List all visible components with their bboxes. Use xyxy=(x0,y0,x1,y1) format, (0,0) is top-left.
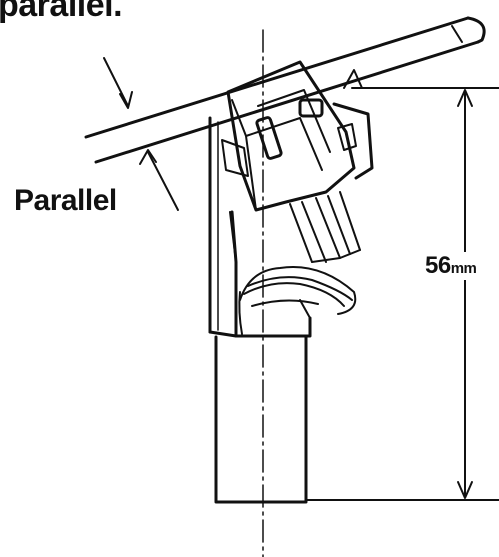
housing-body xyxy=(208,116,312,504)
cable-harness xyxy=(238,266,357,335)
angled-bar xyxy=(84,16,486,164)
dimension-label: 56mm xyxy=(425,252,477,280)
dimension-unit: mm xyxy=(450,260,477,277)
parallel-label: Parallel xyxy=(14,184,117,217)
connector-pins xyxy=(289,191,361,263)
dimension-value: 56 xyxy=(425,252,451,279)
dimension-56mm xyxy=(305,87,499,501)
connector-block xyxy=(221,60,374,212)
header-text: parallel. xyxy=(0,0,123,24)
parallel-arrows xyxy=(103,57,179,211)
